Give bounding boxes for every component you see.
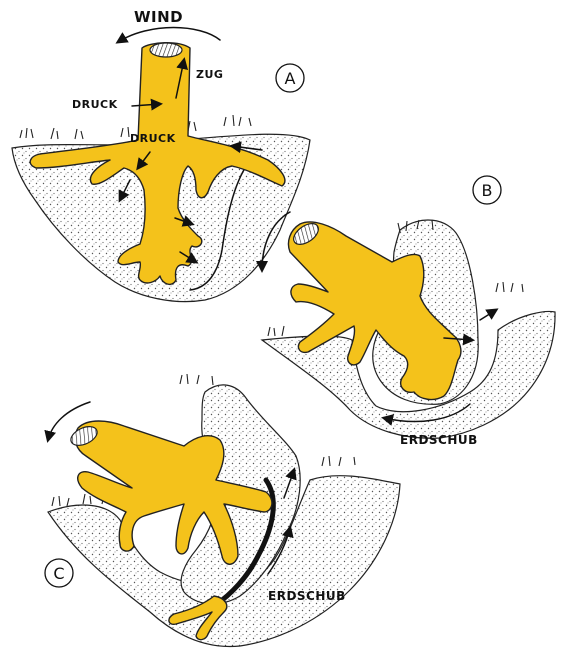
druck-upper-label: DRUCK bbox=[72, 98, 118, 111]
panel-a: WIND ZUG DRUCK DRUCK A bbox=[11, 8, 311, 303]
panel-b-stem-root bbox=[287, 221, 462, 401]
zug-label: ZUG bbox=[196, 68, 223, 81]
erdschub-c-label: ERDSCHUB bbox=[268, 589, 346, 603]
panel-a-badge bbox=[275, 63, 305, 93]
panel-a-wind-arrow bbox=[115, 26, 221, 44]
panel-a-grass bbox=[19, 114, 252, 140]
panel-c-erdschub-arrow bbox=[267, 525, 294, 575]
panel-b-rotation-arrow bbox=[256, 211, 291, 273]
panel-b: ERDSCHUB B bbox=[256, 175, 556, 447]
erdschub-b-label: ERDSCHUB bbox=[400, 433, 478, 447]
panel-c-stem-cut bbox=[70, 426, 98, 446]
panel-a-druck-arrow bbox=[131, 98, 163, 111]
panel-c-rotation-arrow bbox=[44, 401, 91, 443]
panel-b-erdschub-arrow bbox=[381, 403, 471, 426]
panel-c: ERDSCHUB C bbox=[44, 373, 401, 648]
panel-a-root-arrow-down bbox=[118, 179, 131, 203]
panel-c-stem-root bbox=[74, 420, 273, 565]
panel-c-grass bbox=[51, 373, 356, 507]
panel-c-soil bbox=[47, 475, 401, 648]
panel-c-badge bbox=[44, 558, 74, 588]
panel-b-badge bbox=[472, 175, 502, 205]
druck-lower-label: DRUCK bbox=[130, 132, 176, 145]
panel-a-root-arrow-bottom bbox=[179, 251, 199, 264]
panel-c-shear-zone bbox=[211, 477, 276, 609]
panel-b-letter: B bbox=[482, 181, 493, 200]
panel-b-root-arrow bbox=[443, 333, 475, 346]
panel-a-letter: A bbox=[285, 69, 296, 88]
panel-b-soil bbox=[260, 310, 556, 439]
panel-a-cavity-line bbox=[189, 167, 246, 291]
panel-a-root-arrow-low bbox=[174, 215, 195, 227]
panel-a-root-arrow-right bbox=[229, 141, 263, 154]
wind-label: WIND bbox=[134, 8, 183, 26]
panel-b-stem-cut bbox=[293, 223, 319, 245]
panel-a-druck-lower-arrow bbox=[136, 151, 151, 171]
panel-a-zug-arrow bbox=[175, 57, 189, 99]
panel-a-stem-root bbox=[29, 42, 286, 286]
panel-a-stem-cut bbox=[149, 42, 183, 58]
panel-c-root-arrow bbox=[283, 467, 297, 499]
panel-c-lower-roots bbox=[168, 595, 228, 641]
panel-c-letter: C bbox=[53, 564, 64, 583]
panel-b-side-arrow bbox=[479, 308, 499, 321]
